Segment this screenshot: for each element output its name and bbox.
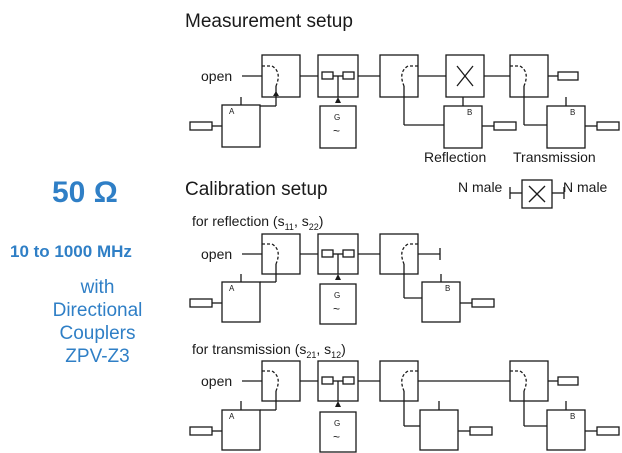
frequency-range-label: 10 to 1000 MHz (10, 242, 132, 261)
mark-a: A (229, 284, 235, 293)
n-male-right-label: N male (563, 179, 608, 195)
open-label-measurement: open (201, 68, 233, 84)
transmission-label: Transmission (513, 149, 596, 165)
mark-g: G (334, 291, 340, 300)
coupler-2 (379, 54, 419, 98)
receiver-b-transmission (546, 105, 586, 149)
mark-b: B (445, 284, 450, 293)
reflection-label: Reflection (424, 149, 487, 165)
mark-tilde: ~ (333, 124, 340, 138)
with-label: with (80, 277, 115, 298)
impedance-label: 50 Ω (52, 176, 118, 209)
coupler-3 (509, 54, 549, 98)
open-label-cal-transmission: open (201, 373, 233, 389)
n-male-left-label: N male (458, 179, 503, 195)
mark-b: B (467, 108, 472, 117)
mark-g: G (334, 113, 340, 122)
model-label: ZPV-Z3 (65, 346, 130, 367)
generator-g (319, 105, 357, 149)
couplers-label: Couplers (59, 323, 136, 344)
n-male-adapter (521, 179, 553, 209)
mark-b: B (570, 108, 575, 117)
mark-tilde: ~ (333, 430, 340, 444)
mark-b: B (570, 412, 575, 421)
mark-a: A (229, 412, 235, 421)
receiver-a (221, 104, 261, 148)
open-label-cal-reflection: open (201, 246, 233, 262)
mark-g: G (334, 419, 340, 428)
mark-tilde: ~ (333, 302, 340, 316)
coupler-1 (261, 54, 301, 98)
directional-label: Directional (52, 300, 143, 321)
mark-a: A (229, 107, 235, 116)
calibration-setup-title: Calibration setup (185, 179, 328, 200)
calibration-transmission-heading: for transmission (s21, s12) (192, 341, 346, 360)
calibration-reflection-heading: for reflection (s11, s22) (192, 213, 324, 232)
measurement-setup-title: Measurement setup (185, 11, 353, 32)
receiver-b-reflection (443, 105, 483, 149)
